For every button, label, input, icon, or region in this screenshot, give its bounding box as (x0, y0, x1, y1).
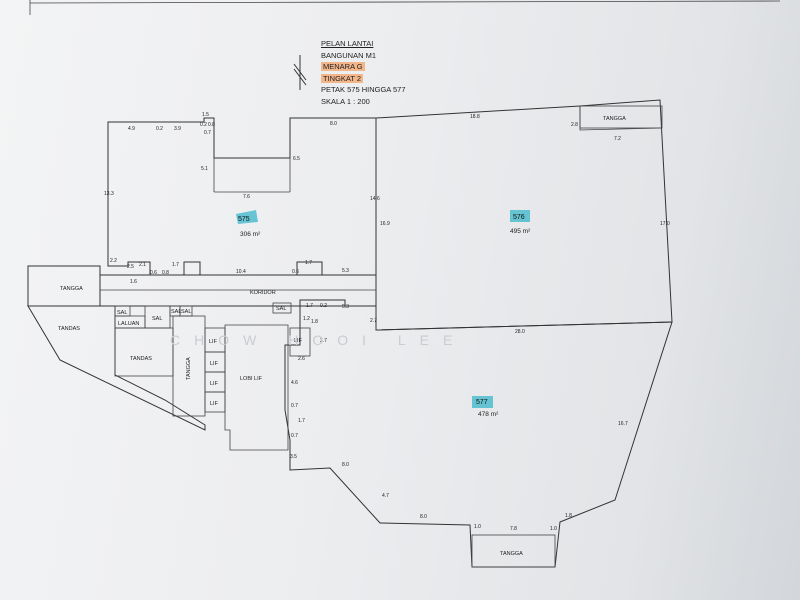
room-lobi-lif: LOBI LIF (240, 376, 263, 382)
dim-label: 1.5 (202, 112, 209, 118)
dim-label: 2.8 (571, 122, 578, 128)
dimension-labels: 4.9 0.2 3.9 1.5 0.2 0.7 0.8 8.0 18.8 2.8… (104, 112, 670, 532)
dim-label: 1.2 (303, 316, 310, 322)
dim-label: 0.2 (320, 303, 327, 309)
room-lif-4: LIF (210, 401, 219, 407)
dim-label: 0.8 (162, 270, 169, 276)
dim-label: 0.6 (150, 270, 157, 276)
title-line-2: BANGUNAN M1 (321, 50, 377, 60)
dim-label: 7.8 (510, 526, 517, 532)
dim-label: 2.7 (320, 338, 327, 344)
room-sal-4: SAL (181, 309, 191, 315)
svg-text:478 m²: 478 m² (478, 411, 499, 418)
dim-label: 1.8 (565, 513, 572, 519)
lot-575-label: 575 306 m² (236, 210, 261, 238)
room-lif-3: LIF (210, 381, 219, 387)
dim-label: 8.0 (420, 514, 427, 520)
title-line-4: TINGKAT 2 (321, 73, 406, 85)
dim-label: 18.8 (470, 114, 480, 120)
dim-label: 1.7 (305, 260, 312, 266)
svg-text:576: 576 (513, 214, 525, 221)
dim-label: 2.6 (298, 356, 305, 362)
room-lif-5: LIF (294, 338, 303, 344)
dim-label: 1.0 (550, 526, 557, 532)
watermark: CHOW HOOI LEE (170, 332, 466, 348)
title-line-1: PELAN LANTAI (321, 39, 374, 48)
title-block: PELAN LANTAI BANGUNAN M1 MENARA G TINGKA… (321, 38, 406, 107)
room-sal-2: SAL (152, 316, 162, 322)
room-koridor: KORIDOR (250, 290, 276, 296)
dim-label: 2.7 (370, 318, 377, 324)
room-tangga-bottom: TANGGA (500, 551, 523, 557)
dim-label: 8.0 (330, 121, 337, 127)
room-lif-2: LIF (210, 361, 219, 367)
dim-label: 1.7 (172, 262, 179, 268)
dim-label: 0.7 (291, 403, 298, 409)
svg-text:577: 577 (476, 399, 488, 406)
dim-label: 0.6 (292, 269, 299, 275)
room-lif-1: LIF (209, 339, 218, 345)
title-line-6: SKALA 1 : 200 (321, 96, 370, 106)
dim-label: 8.0 (342, 462, 349, 468)
lot-575-outline (107, 117, 377, 276)
dim-label: 0.7 (291, 433, 298, 439)
dim-label: 5.3 (342, 304, 349, 310)
room-sal-5: SAL (276, 306, 286, 312)
dim-label: 0.2 (156, 126, 163, 132)
dim-label: 7.2 (614, 136, 621, 142)
dim-label: 10.4 (236, 269, 246, 275)
dim-label: 5.3 (342, 268, 349, 274)
dim-label: 1.8 (311, 319, 318, 325)
dim-label: 17.0 (660, 221, 670, 227)
dim-label: 4.9 (128, 126, 135, 132)
dim-label: 6.5 (293, 156, 300, 162)
svg-text:306 m²: 306 m² (240, 231, 261, 238)
title-line-4-text: TINGKAT 2 (321, 73, 364, 83)
dim-label: 7.6 (243, 194, 250, 200)
dim-label: 4.7 (382, 493, 389, 499)
dim-label: 4.6 (291, 380, 298, 386)
dim-label: 13.3 (104, 191, 114, 197)
dim-label: 1.0 (474, 524, 481, 530)
room-sal-1: SAL (117, 310, 127, 316)
room-tandas-1: TANDAS (58, 326, 80, 332)
dim-label: 0.7 (204, 130, 211, 136)
room-tangga-topright: TANGGA (603, 116, 626, 122)
corridor (99, 274, 377, 307)
dim-label: 14.6 (370, 196, 380, 202)
dim-label: 16.7 (618, 421, 628, 427)
svg-text:495 m²: 495 m² (510, 228, 531, 235)
dim-label: 1.7 (306, 303, 313, 309)
title-line-3: MENARA G (321, 61, 406, 73)
title-line-5: PETAK 575 HINGGA 577 (321, 85, 406, 94)
north-arrow-icon (293, 55, 307, 90)
dim-label: 2.1 (139, 262, 146, 268)
left-wing (27, 305, 206, 431)
dim-label: 16.9 (380, 221, 390, 227)
title-line-3-text: MENARA G (321, 62, 365, 71)
room-tandas-2: TANDAS (130, 356, 152, 362)
lot-577-outline (284, 299, 673, 568)
dim-label: 0.8 (208, 122, 215, 128)
dim-label: 1.6 (130, 279, 137, 285)
dim-label: 1.7 (298, 418, 305, 424)
dim-label: 0.2 (200, 122, 207, 128)
lot-576-label: 576 495 m² (510, 210, 531, 235)
room-sal-3: SAL (171, 309, 181, 315)
dim-label: 3.9 (174, 126, 181, 132)
room-tangga-left: TANGGA (60, 286, 83, 292)
svg-text:575: 575 (238, 216, 250, 223)
sheet-border (29, 0, 781, 4)
dim-label: 2.2 (110, 258, 117, 264)
dim-label: 5.1 (201, 166, 208, 172)
dim-label: 3.5 (290, 454, 297, 460)
room-tangga-vertical: TANGGA (186, 357, 192, 380)
dim-label: 2.5 (127, 264, 134, 270)
dim-label: 28.0 (515, 329, 525, 335)
room-laluan: LALUAN (118, 321, 139, 327)
lot-577-label: 577 478 m² (472, 396, 499, 418)
